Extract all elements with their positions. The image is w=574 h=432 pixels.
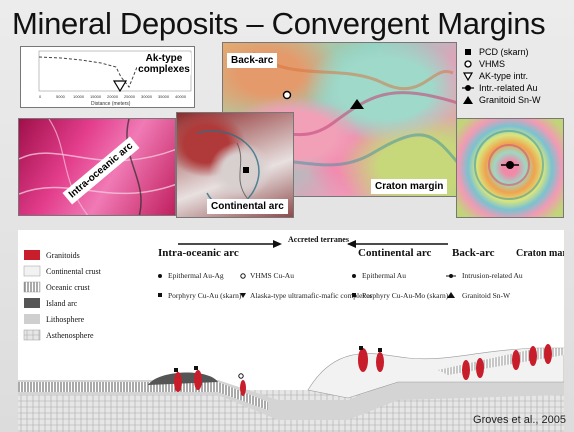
craton-margin-map — [456, 118, 564, 218]
header-accreted: Accreted terranes — [288, 235, 349, 244]
tick-6: 30000 — [141, 94, 153, 99]
slide-title: Mineral Deposits – Convergent Margins — [12, 6, 546, 41]
deposit-granitoid-snw: Granitoid Sn-W — [462, 291, 511, 300]
tick-3: 15000 — [90, 94, 102, 99]
rock-label: Granitoids — [46, 251, 80, 260]
legend-label: PCD (skarn) — [479, 47, 529, 57]
tick-7: 35000 — [158, 94, 170, 99]
cross-section-svg: Granitoids Continental crust Oceanic cru… — [18, 235, 564, 432]
legend-label: Granitoid Sn-W — [479, 95, 541, 105]
legend-item-granitoid: Granitoid Sn-W — [462, 94, 541, 106]
header-intra-oceanic: Intra-oceanic arc — [158, 247, 239, 259]
rock-label: Continental crust — [46, 267, 102, 276]
tick-4: 20000 — [107, 94, 119, 99]
rock-legend — [23, 250, 41, 341]
rock-legend-labels: Granitoids Continental crust Oceanic cru… — [46, 251, 102, 340]
profile-xlabel: Distance (meters) — [91, 101, 131, 107]
tick-1: 5000 — [56, 94, 66, 99]
header-continental: Continental arc — [358, 247, 432, 259]
continental-arc-label: Continental arc — [207, 199, 288, 214]
rock-label: Oceanic crust — [46, 283, 91, 292]
tick-2: 10000 — [73, 94, 85, 99]
profile-x-ticks: 0 5000 10000 15000 20000 25000 30000 350… — [39, 94, 187, 107]
legend-item-ak-type: AK-type intr. — [462, 70, 541, 82]
deposit-list: Epithermal Au-Ag Porphyry Cu-Au (skarn) … — [158, 271, 523, 300]
deposit-porphyry-cu-au: Porphyry Cu-Au (skarn) — [168, 291, 242, 300]
intra-oceanic-texture — [19, 119, 175, 215]
continental-arc-map: Continental arc — [176, 112, 294, 218]
deposit-porphyry-cu-au-mo: Porphyry Cu-Au-Mo (skarn) — [362, 291, 449, 300]
oceanic-crust-swatch — [23, 281, 41, 293]
tick-5: 25000 — [124, 94, 136, 99]
ak-type-label: Ak-type complexes — [137, 53, 191, 75]
back-arc-map: Back-arc Craton margin — [222, 42, 457, 197]
deposit-epithermal-au: Epithermal Au — [362, 271, 406, 280]
legend-label: AK-type intr. — [479, 71, 529, 81]
circle-line-icon — [462, 85, 474, 91]
deposit-vhms: VHMS Cu-Au — [250, 271, 294, 280]
square-icon — [465, 49, 471, 55]
granitoid-snw-marker-icon — [350, 99, 364, 109]
deposit-intrusion-au: Intrusion-related Au — [462, 271, 523, 280]
deposit-legend: PCD (skarn) VHMS AK-type intr. Intr.-rel… — [462, 46, 541, 106]
rock-label: Asthenosphere — [46, 331, 94, 340]
lithosphere-swatch — [24, 314, 40, 324]
cross-section-diagram: Granitoids Continental crust Oceanic cru… — [18, 230, 564, 432]
diagram-headers: Intra-oceanic arc Accreted terranes Cont… — [158, 235, 564, 259]
tick-0: 0 — [39, 94, 42, 99]
legend-label: VHMS — [479, 59, 506, 69]
citation-credit: Groves et al., 2005 — [473, 414, 566, 426]
legend-label: Intr.-related Au — [479, 83, 538, 93]
island-arc-swatch — [24, 298, 40, 308]
diagram-deposit-symbols — [174, 346, 382, 379]
intr-au-marker-icon — [501, 161, 519, 169]
legend-item-vhms: VHMS — [462, 58, 541, 70]
deposit-alaska: Alaska-type ultramafic-mafic complexes — [250, 291, 373, 300]
triangle-down-icon — [462, 72, 474, 81]
craton-margin-label: Craton margin — [371, 179, 448, 194]
vhms-marker-icon — [282, 90, 292, 100]
legend-item-pcd: PCD (skarn) — [462, 46, 541, 58]
asthenosphere-swatch — [23, 329, 41, 341]
tick-8: 40000 — [175, 94, 187, 99]
convergence-arrows — [178, 240, 448, 248]
triangle-up-icon — [463, 96, 473, 104]
back-arc-label: Back-arc — [227, 53, 278, 68]
circle-icon — [464, 60, 472, 68]
rock-label: Lithosphere — [46, 315, 85, 324]
header-craton: Craton margin — [516, 248, 564, 259]
inset-profile-plot: 0 5000 10000 15000 20000 25000 30000 350… — [20, 46, 195, 108]
pcd-marker-icon — [243, 167, 249, 173]
ak-type-marker-icon — [112, 80, 128, 93]
craton-margin-texture — [474, 130, 544, 200]
continental-crust-swatch — [23, 265, 41, 277]
granitoid-plutons — [174, 344, 552, 396]
intra-oceanic-map: Intra-oceanic arc — [18, 118, 176, 216]
granitoids-swatch — [24, 250, 40, 260]
header-back-arc: Back-arc — [452, 247, 495, 259]
legend-item-intr-au: Intr.-related Au — [462, 82, 541, 94]
rock-label: Island arc — [46, 299, 78, 308]
deposit-epithermal-ag: Epithermal Au-Ag — [168, 271, 224, 280]
